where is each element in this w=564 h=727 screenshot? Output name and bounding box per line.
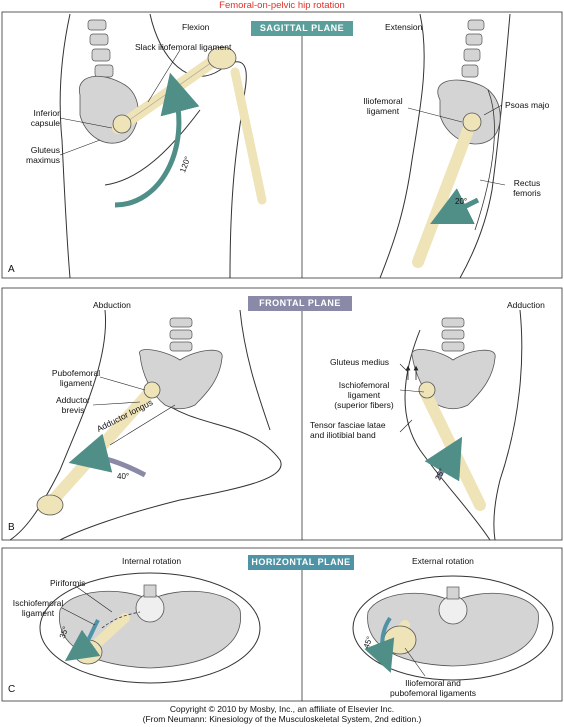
abduction-heading: Abduction [93,300,131,310]
slack-iliofemoral-ligament-label: Slack iliofemoral ligament [135,42,232,52]
piriformis-label: Piriformis [50,578,86,588]
panel-b-letter: B [8,522,15,533]
extension-heading: Extension [385,22,423,32]
sagittal-plane-band: SAGITTAL PLANE [251,21,353,36]
pubofemoral-ligament-label: Pubofemoral ligament [51,368,101,388]
adduction-figure [399,309,523,541]
internal-rotation-figure [39,572,261,684]
panel-c-letter: C [8,684,16,695]
frontal-plane-band: FRONTAL PLANE [248,296,352,311]
abduction-angle: 40° [117,472,130,481]
source-line: (From Neumann: Kinesiology of the Muscul… [142,714,422,724]
psoas-label: Psoas majo [505,100,550,110]
horizontal-plane-band: HORIZONTAL PLANE [248,555,354,570]
adductor-brevis-label: Adductor brevis [55,395,91,415]
panel-a-letter: A [8,264,15,275]
ischiofemoral-superior-label: Ischiofemoral ligament (superior fibers) [334,380,394,410]
external-rotation-heading: External rotation [412,556,474,566]
extension-figure [379,13,511,279]
external-rotation-figure [352,575,554,681]
tensor-fasciae-latae-label: Tensor fasciae latae and iliotibial band [310,420,386,440]
flexion-figure [59,13,267,279]
rectus-femoris-label: Rectus femoris [513,178,541,198]
copyright-line: Copyright © 2010 by Mosby, Inc., an affi… [169,704,395,714]
iliofemoral-pubofemoral-label: Iliofemoral and pubofemoral ligaments [390,678,476,698]
extension-angle: 20° [455,197,468,206]
abduction-figure [9,309,282,541]
ischiofemoral-ligament-label: Ischiofemoral ligament [12,598,64,618]
panel-dividers [1,11,563,702]
adduction-heading: Adduction [507,300,545,310]
inferior-capsule-label: Inferior capsule [30,108,60,128]
internal-rotation-heading: Internal rotation [122,556,182,566]
gluteus-medius-label: Gluteus medius [330,357,390,367]
iliofemoral-ligament-label: Iliofemoral ligament [363,96,403,116]
gluteus-maximus-label: Gluteus maximus [25,145,60,165]
flexion-heading: Flexion [182,22,210,32]
figure-title: Femoral-on-pelvic hip rotation [219,0,345,11]
